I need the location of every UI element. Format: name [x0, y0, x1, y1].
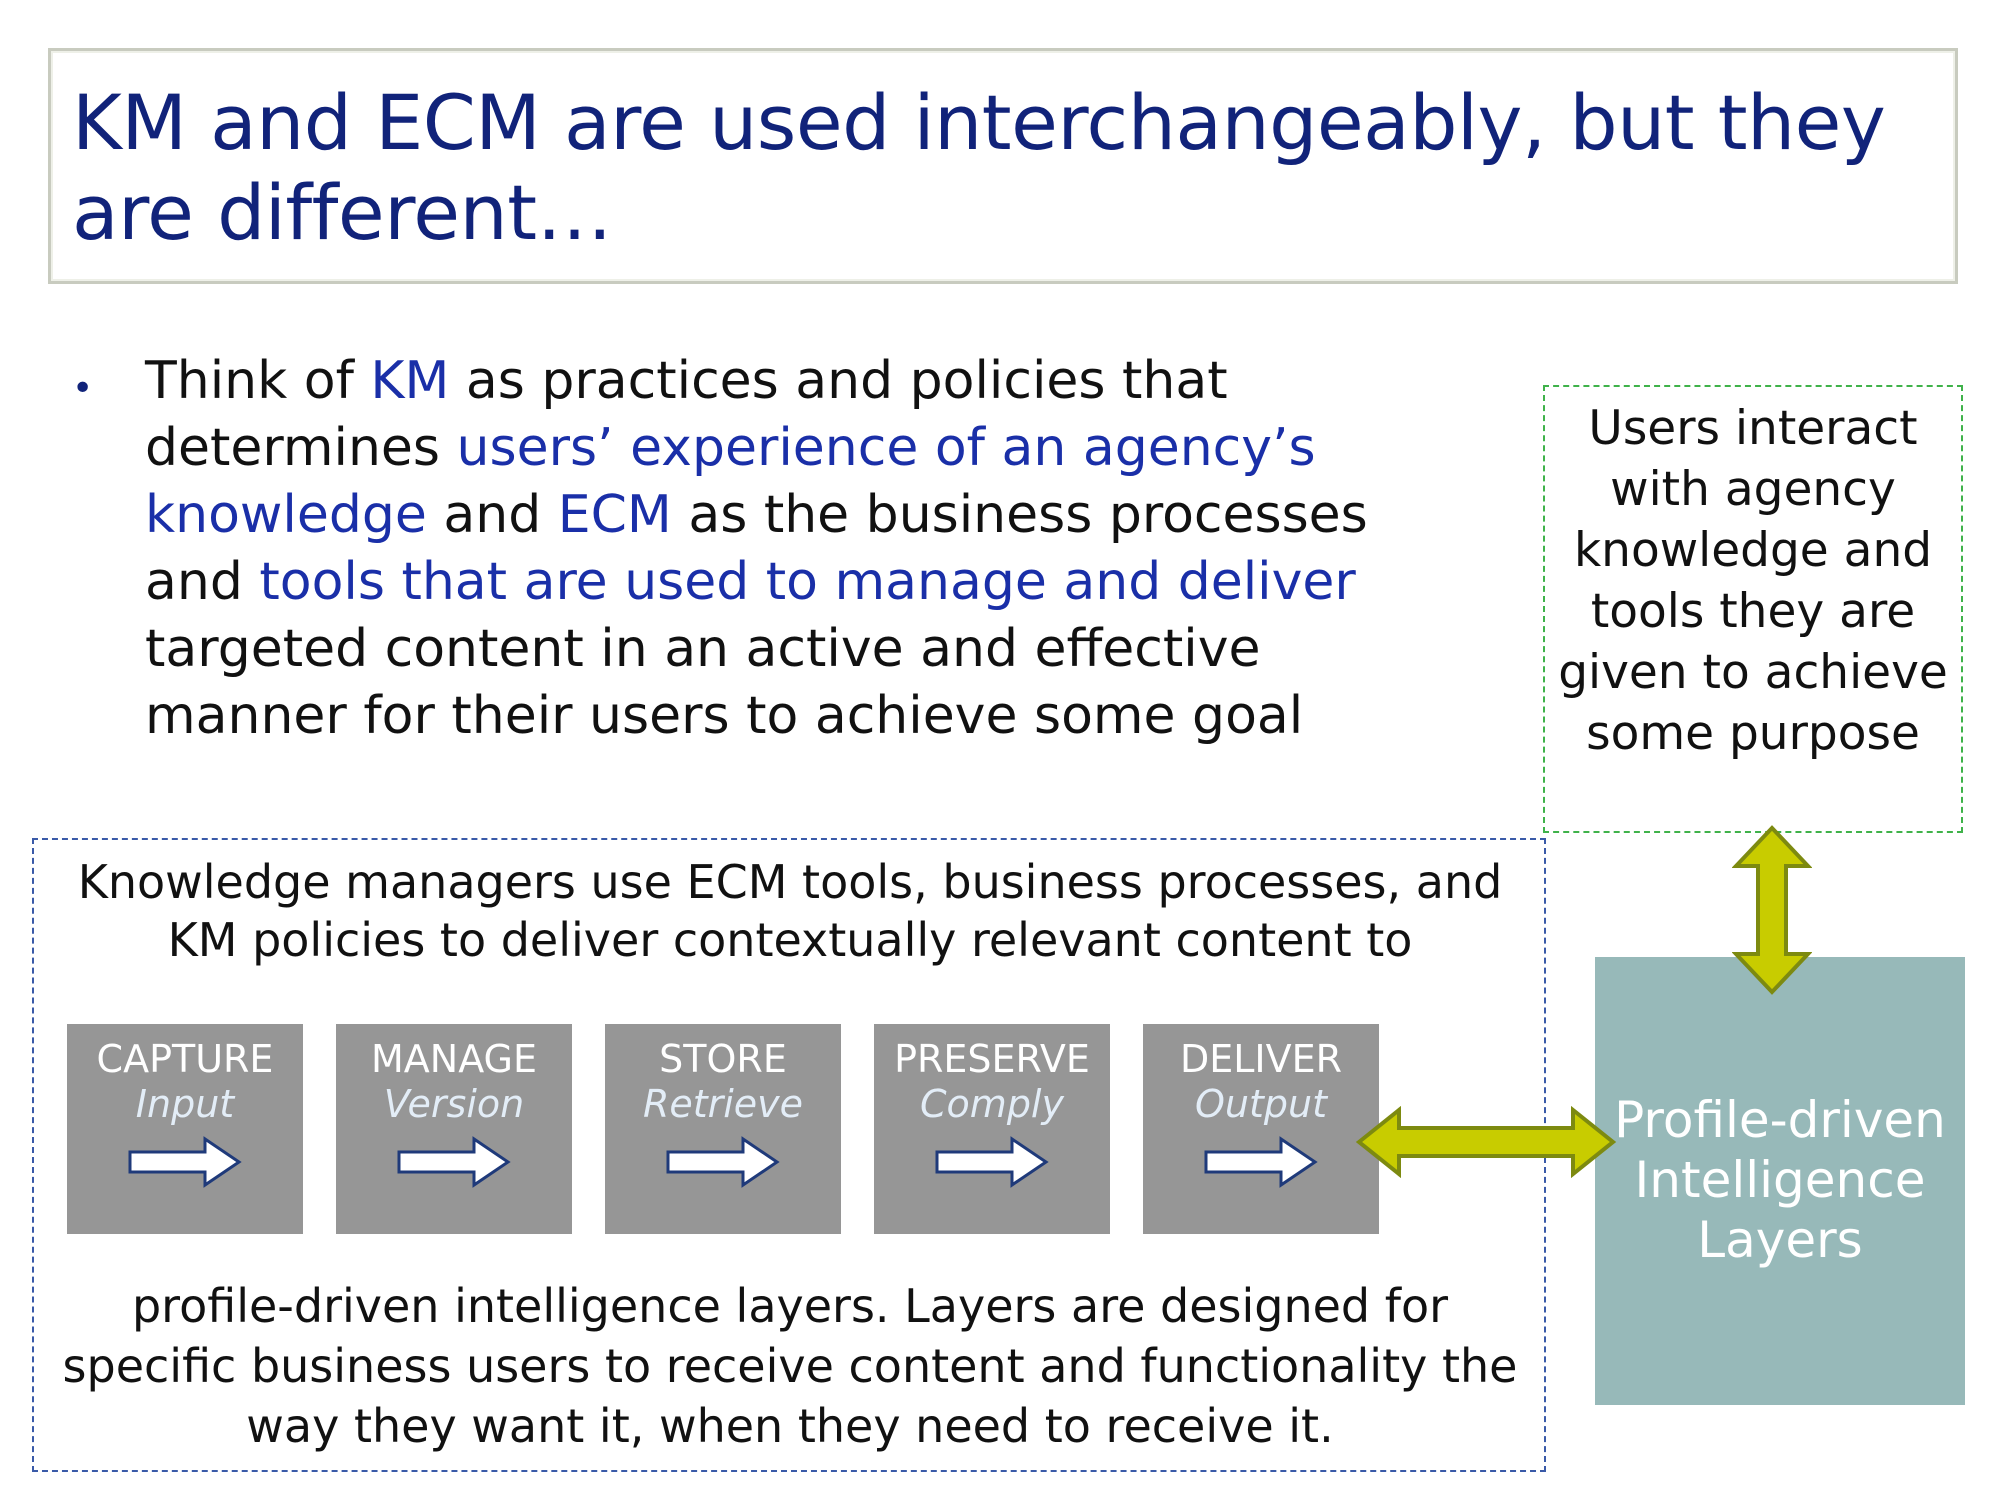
slide-title: KM and ECM are used interchangeably, but…: [72, 78, 1886, 257]
bullet-segment: as the business processes and: [145, 485, 1368, 612]
users-box: [1543, 385, 1963, 833]
bullet-segment: as practices and policies that determine…: [145, 351, 1228, 478]
bullet-paragraph: Think of KM as practices and policies th…: [145, 348, 1455, 750]
title-box: [48, 48, 1958, 284]
process-step-preserve: PRESERVE Comply: [874, 1024, 1110, 1234]
right-arrow-icon: [397, 1136, 511, 1188]
bullet-segment: Think of: [145, 351, 371, 411]
double-headed-arrow-icon: [1732, 825, 1812, 995]
process-step-sub: Comply: [920, 1082, 1064, 1126]
process-step-sub: Version: [383, 1082, 525, 1126]
bullet-highlight-km: KM: [370, 351, 450, 411]
process-step-sub: Input: [135, 1082, 235, 1126]
users-box-text: Users interact with agency knowledge and…: [1558, 401, 1948, 761]
process-step-sub: Output: [1195, 1082, 1327, 1126]
process-step-name: CAPTURE: [96, 1037, 274, 1081]
right-arrow-icon: [935, 1136, 1049, 1188]
double-headed-arrow-icon: [1355, 1106, 1617, 1178]
process-step-sub: Retrieve: [642, 1082, 804, 1126]
right-arrow-icon: [128, 1136, 242, 1188]
process-step-deliver: DELIVER Output: [1143, 1024, 1379, 1234]
process-step-store: STORE Retrieve: [605, 1024, 841, 1234]
bullet-highlight-experience: users’ experience of an agency’s knowled…: [145, 418, 1316, 545]
process-step-manage: MANAGE Version: [336, 1024, 572, 1234]
process-step-name: MANAGE: [371, 1037, 537, 1081]
process-step-name: PRESERVE: [894, 1037, 1090, 1081]
profile-driven-label: Profile-driven Intelligence Layers: [1614, 1091, 1946, 1269]
bullet-segment: and: [426, 485, 558, 545]
process-step-capture: CAPTURE Input: [67, 1024, 303, 1234]
right-arrow-icon: [1204, 1136, 1318, 1188]
process-step-name: DELIVER: [1179, 1037, 1343, 1081]
bullet-highlight-ecm: ECM: [557, 485, 672, 545]
km-box-top-text: Knowledge managers use ECM tools, busine…: [77, 855, 1503, 967]
bullet-segment: targeted content in an active and effect…: [145, 619, 1304, 746]
km-box-bottom-text: profile-driven intelligence layers. Laye…: [62, 1279, 1518, 1453]
bullet-highlight-tools: tools that are used to manage and delive…: [259, 552, 1356, 612]
bullet-marker: •: [72, 368, 94, 409]
profile-driven-box: [1595, 957, 1965, 1405]
right-arrow-icon: [666, 1136, 780, 1188]
process-step-name: STORE: [659, 1037, 787, 1081]
